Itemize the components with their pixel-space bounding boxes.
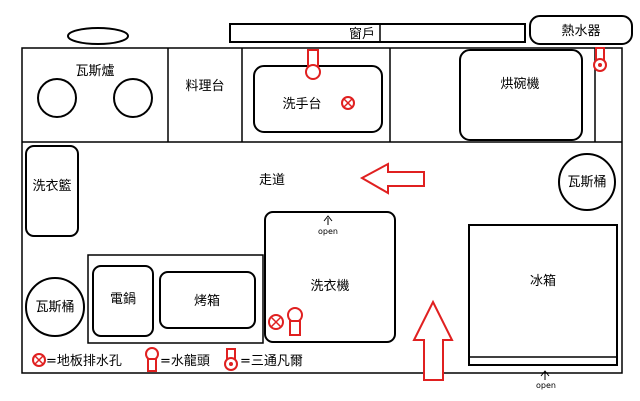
dish-dryer: 烘碗機 [459,49,583,141]
gas-stove-label: 瓦斯爐 [75,64,114,79]
washing-machine-label: 洗衣機 [310,278,349,294]
window-label: 窗戶 [349,26,375,42]
rice-cooker [92,265,154,337]
burner-icon-right [113,78,153,118]
burner-icon-left [37,78,77,118]
appliance-cabinet: 電鍋 烤箱 [87,254,264,344]
hallway-label: 走道 [259,173,285,188]
legend: =地板排水孔 =水龍頭 =三通凡爾 [32,347,303,372]
rice-cooker-label: 電鍋 [110,291,136,307]
legend-faucet-label: =水龍頭 [160,353,210,369]
washer-open-label: open [318,227,338,236]
sink-label: 洗手台 [282,97,321,112]
gas-tank-left: 瓦斯桶 [25,277,85,337]
legend-tee-valve-label: =三通凡爾 [240,354,303,369]
laundry-basket: 洗衣籃 [25,145,79,237]
prep-counter-label: 料理台 [185,79,224,94]
water-heater: 熱水器 [529,15,633,45]
legend-floor-drain-label: =地板排水孔 [46,354,122,369]
gas-stove: 瓦斯爐 [37,64,153,118]
legend-faucet-icon [145,347,159,372]
window: 窗戶 [229,23,526,43]
arrow-up-icon [412,299,454,381]
tee-valve-icon [593,47,607,72]
laundry-basket-label: 洗衣籃 [32,178,71,194]
gas-tank-left-label: 瓦斯桶 [35,300,74,315]
outer-wall [21,47,623,374]
gas-tank-right-label: 瓦斯桶 [567,175,606,190]
fridge-label: 冰箱 [530,273,556,289]
washer-open-arrow-icon [323,215,333,225]
legend-tee-valve-icon [224,348,238,371]
arrow-left-icon [359,162,425,195]
fridge: 冰箱 open [468,224,618,390]
fridge-open-arrow-icon [540,370,550,380]
washing-machine: open 洗衣機 [264,211,396,343]
sink: 洗手台 [253,49,383,133]
floor-drain-icon [341,96,355,110]
floor-drain-icon [268,314,284,330]
water-heater-label: 熱水器 [561,24,600,39]
faucet-icon [287,307,303,336]
range-hood-icon [67,27,129,45]
dish-dryer-label: 烘碗機 [500,76,539,92]
gas-tank-right: 瓦斯桶 [558,153,616,211]
fridge-open-label: open [536,381,556,390]
oven-label: 烤箱 [194,293,220,309]
legend-floor-drain-icon [32,353,46,367]
faucet-icon [305,49,321,80]
oven [159,271,256,329]
